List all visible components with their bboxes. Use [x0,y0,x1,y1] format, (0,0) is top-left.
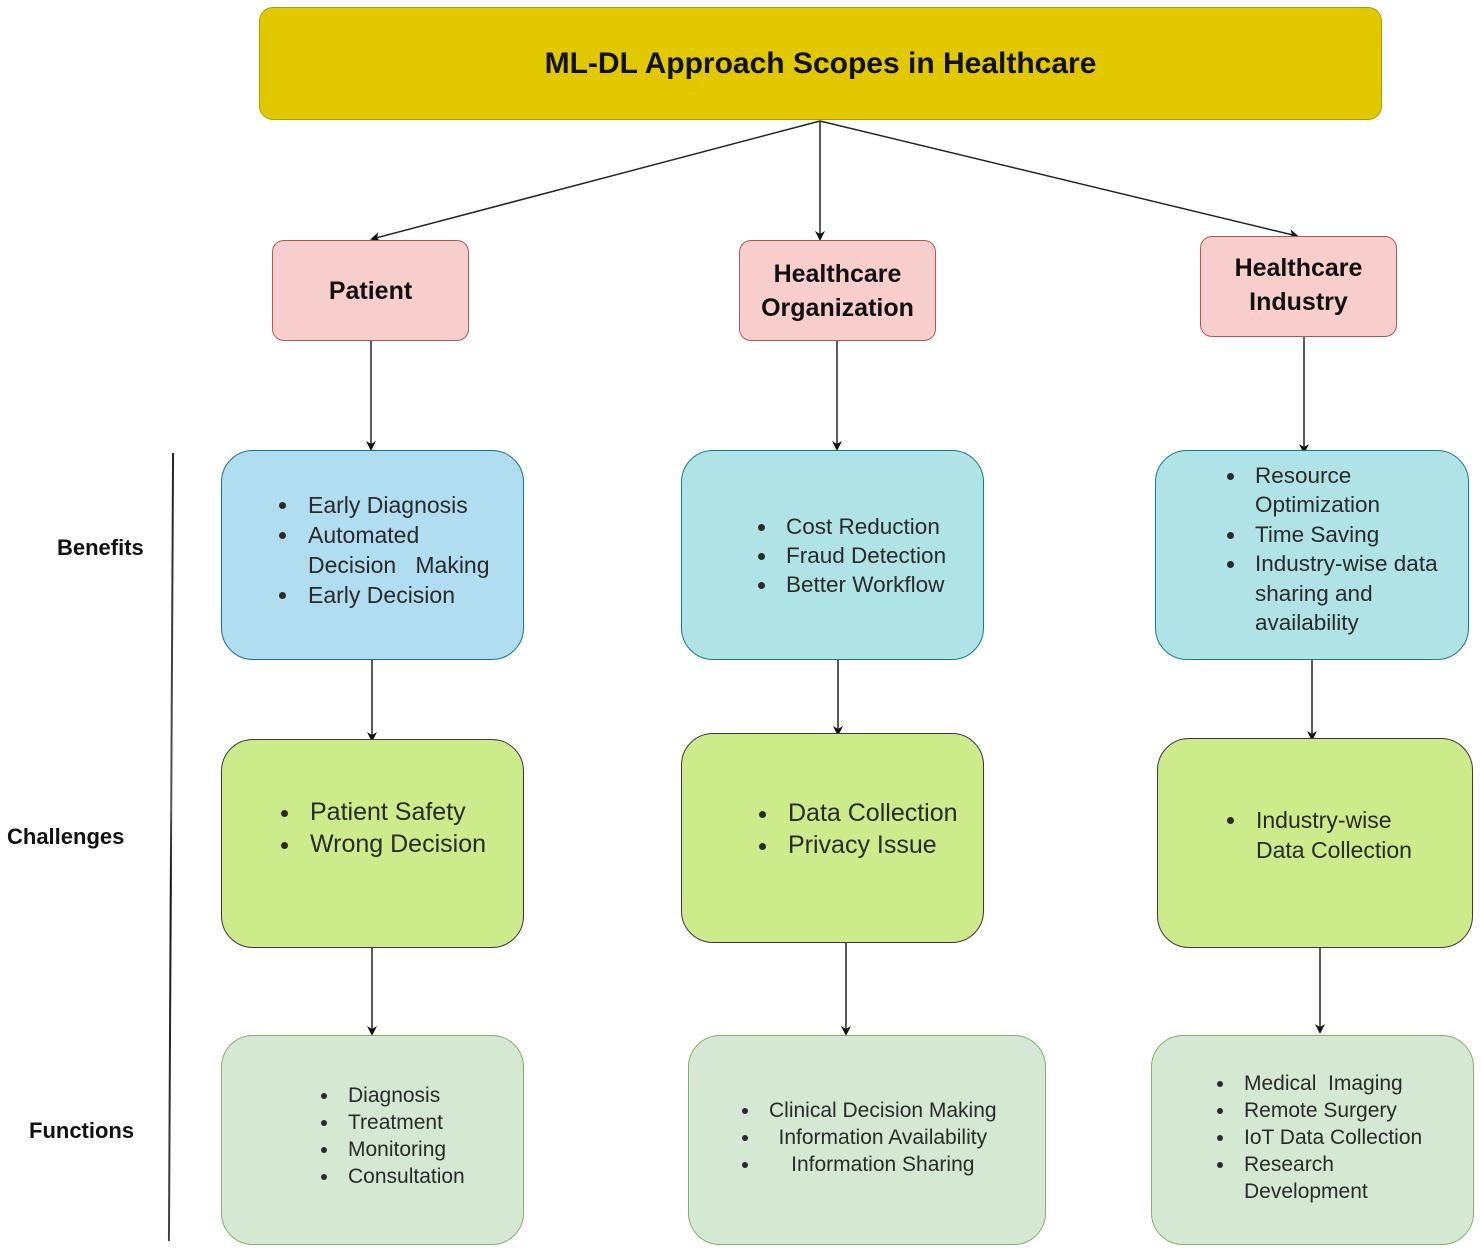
list-item: IoT Data Collection [1236,1124,1451,1151]
row-divider-line [167,453,175,1241]
entity-label-line: Patient [328,276,413,305]
list-item: Consultation [340,1163,465,1190]
list-item: Fraud Detection [778,541,946,570]
row-label-functions: Functions [29,1118,135,1143]
list-item: Better Workflow [778,570,946,599]
benefits-box-industry: Resource Optimization Time Saving Indust… [1155,450,1469,660]
entity-patient: Patient [272,240,469,341]
list-item: Time Saving [1247,520,1452,550]
list-item: Monitoring [340,1136,465,1163]
list-item: Industry-wise Data Collection [1248,805,1438,865]
list-item: Automated Decision Making [300,520,508,580]
arrow-title-to-industry [819,120,1299,239]
entity-label-line: Healthcare [773,259,902,288]
functions-box-organization: Clinical Decision Making Information Ava… [688,1035,1046,1245]
challenges-list: Industry-wise Data Collection [1226,805,1438,865]
list-item: Early Diagnosis [300,490,508,520]
list-item: Information Availability [761,1124,997,1151]
functions-list: Diagnosis Treatment Monitoring Consultat… [318,1082,465,1190]
list-item: Treatment [340,1109,465,1136]
list-item: Patient Safety [302,796,486,828]
row-label-challenges: Challenges [7,824,125,849]
list-item: Wrong Decision [302,828,486,860]
list-item: Diagnosis [340,1082,465,1109]
list-item: Resource Optimization [1247,461,1380,520]
challenges-list: Data Collection Privacy Issue [758,797,958,861]
benefits-list: Resource Optimization Time Saving Indust… [1225,461,1452,638]
row-label-benefits: Benefits [57,535,144,560]
functions-list: Medical Imaging Remote Surgery IoT Data … [1214,1070,1451,1205]
list-item: Remote Surgery [1236,1097,1451,1124]
list-item: Data Collection [780,797,958,829]
list-item: Industry-wise data sharing and availabil… [1247,549,1452,638]
diagram-title-text: ML-DL Approach Scopes in Healthcare [544,46,1097,80]
list-item: Medical Imaging [1236,1070,1451,1097]
list-item: Research Development [1236,1151,1384,1205]
functions-list: Clinical Decision Making Information Ava… [739,1097,997,1178]
benefits-list: Cost Reduction Fraud Detection Better Wo… [756,512,946,599]
benefits-box-patient: Early Diagnosis Automated Decision Makin… [221,450,524,660]
list-item: Cost Reduction [778,512,946,541]
entity-label-line: Healthcare [1234,253,1363,282]
challenges-box-organization: Data Collection Privacy Issue [681,733,984,943]
entity-label-line: Organization [761,293,914,322]
benefits-list: Early Diagnosis Automated Decision Makin… [278,490,508,610]
challenges-box-patient: Patient Safety Wrong Decision [221,739,524,948]
list-item-text: Automated Decision Making [308,522,490,578]
entity-label-line: Industry [1249,287,1348,316]
entity-healthcare-organization: Healthcare Organization [739,240,936,341]
list-item: Information Sharing [761,1151,997,1178]
challenges-list: Patient Safety Wrong Decision [280,796,486,860]
entity-healthcare-industry: Healthcare Industry [1200,236,1397,337]
benefits-box-organization: Cost Reduction Fraud Detection Better Wo… [681,450,984,660]
diagram-title: ML-DL Approach Scopes in Healthcare [259,7,1382,120]
list-item: Clinical Decision Making [761,1097,997,1124]
challenges-box-industry: Industry-wise Data Collection [1157,738,1473,948]
functions-box-industry: Medical Imaging Remote Surgery IoT Data … [1151,1035,1474,1245]
arrow-title-to-patient [370,120,821,242]
functions-box-patient: Diagnosis Treatment Monitoring Consultat… [221,1035,524,1245]
list-item: Early Decision [300,580,508,610]
list-item: Privacy Issue [780,829,958,861]
